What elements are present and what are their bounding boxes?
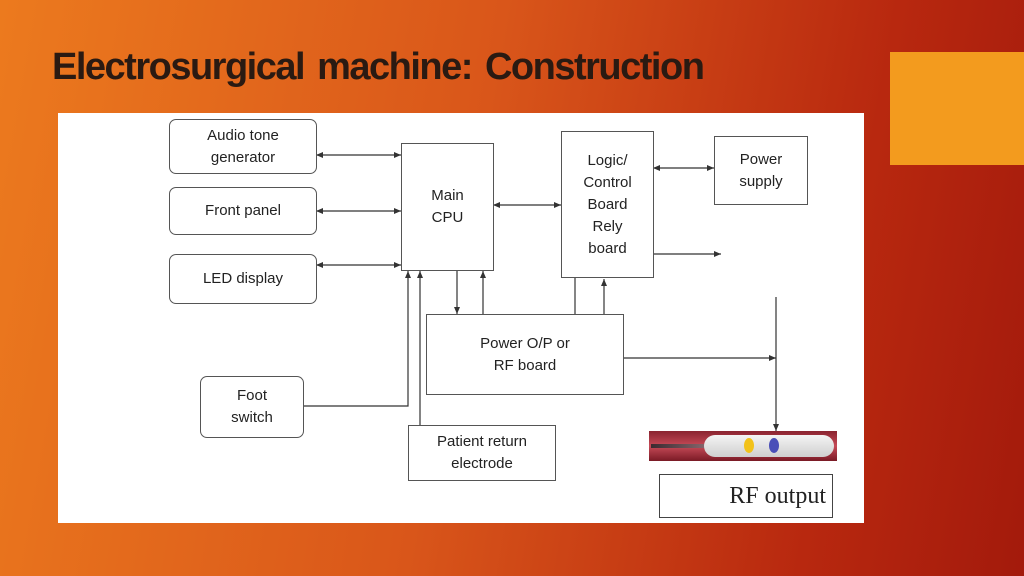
electrosurgical-pencil-image	[649, 431, 837, 461]
rf-output-block: RF output	[659, 474, 833, 518]
block-diagram: Audio tone generator Front panel LED dis…	[58, 113, 864, 523]
logic-control-board-block: Logic/ Control Board Rely board	[561, 131, 654, 278]
accent-square	[890, 52, 1024, 165]
link-foot-cpu	[304, 271, 411, 407]
patient-return-electrode-block: Patient return electrode	[408, 425, 556, 481]
main-cpu-block: Main CPU	[401, 143, 494, 271]
led-display-block: LED display	[169, 254, 317, 304]
foot-switch-block: Foot switch	[200, 376, 304, 438]
front-panel-block: Front panel	[169, 187, 317, 235]
pencil-cut-button	[744, 438, 754, 453]
power-supply-block: Power supply	[714, 136, 808, 205]
slide-title: Electrosurgical machine: Construction	[52, 46, 705, 88]
power-op-rf-board-block: Power O/P or RF board	[426, 314, 624, 395]
connection-lines	[304, 152, 779, 431]
pencil-coag-button	[769, 438, 779, 453]
audio-tone-generator-block: Audio tone generator	[169, 119, 317, 174]
pencil-tip	[651, 444, 709, 448]
